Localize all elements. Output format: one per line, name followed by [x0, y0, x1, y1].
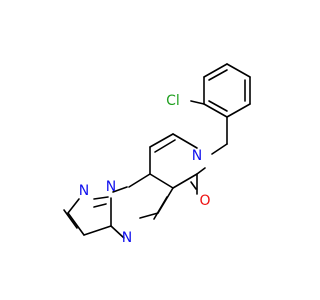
bond [67, 212, 85, 236]
bond [149, 133, 174, 148]
bond [196, 167, 206, 175]
nitrogen-atom-label: N [122, 230, 132, 246]
bond [211, 143, 228, 155]
nitrogen-atom-label: N [106, 179, 116, 195]
bond [67, 198, 80, 214]
bond [208, 100, 228, 112]
bond [93, 196, 109, 200]
bond [172, 173, 198, 189]
bond [149, 173, 174, 189]
bond [190, 100, 205, 105]
bond [139, 212, 159, 219]
bond [208, 69, 228, 81]
bond [128, 173, 151, 188]
bond [153, 196, 168, 220]
atom-labels: Cl N O N N N [79, 93, 211, 246]
structure-svg: Cl N O N N N [63, 63, 251, 246]
bond [110, 225, 125, 239]
bond [112, 186, 128, 193]
bond [83, 225, 112, 236]
bond [93, 203, 107, 208]
bond [203, 63, 228, 78]
molecule-diagram: Cl N O N N N [63, 63, 251, 246]
chlorine-atom-label: Cl [166, 93, 180, 109]
bond [226, 103, 251, 118]
bond [172, 133, 198, 149]
bond [226, 63, 251, 78]
bond [154, 139, 176, 153]
bonds [63, 63, 251, 239]
bond [190, 181, 197, 190]
nitrogen-atom-label: N [79, 183, 89, 199]
nitrogen-atom-label: N [192, 148, 202, 164]
bond [63, 209, 78, 229]
oxygen-atom-label: O [199, 193, 210, 209]
bond [203, 103, 228, 118]
